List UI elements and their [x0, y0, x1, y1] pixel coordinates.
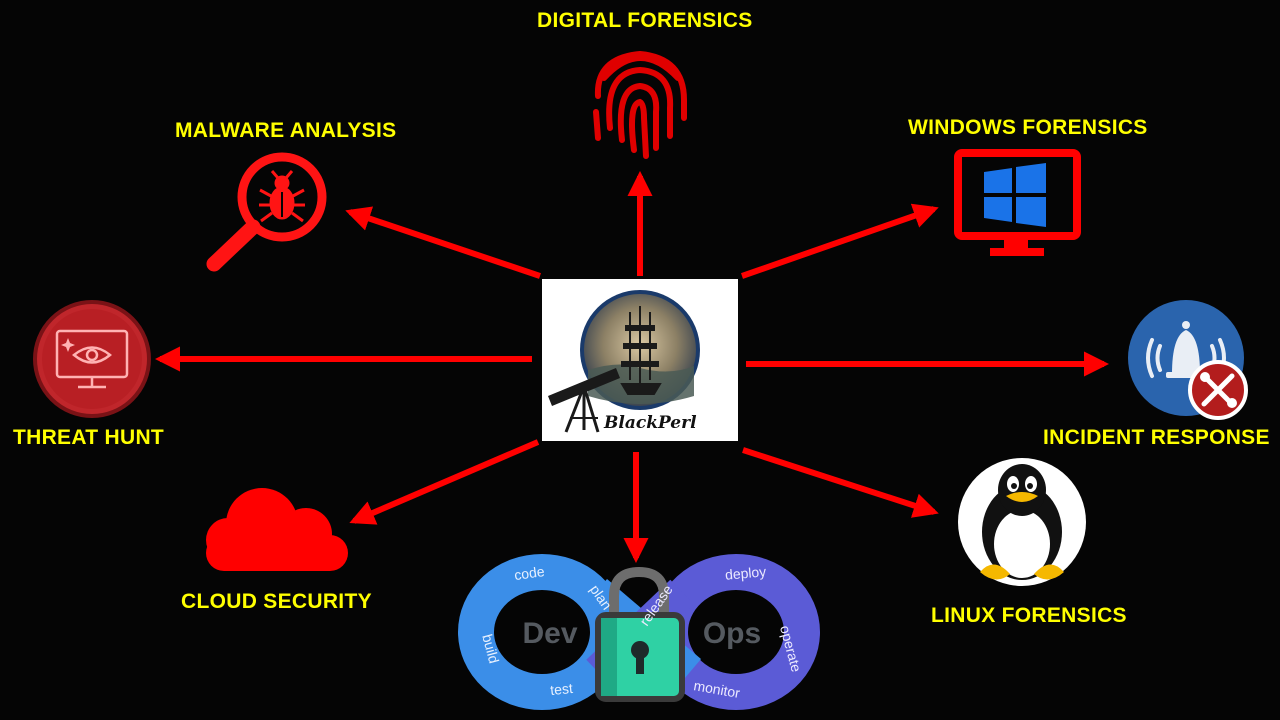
- telescope-icon: [548, 368, 620, 433]
- label-incident-response: INCIDENT RESPONSE: [1043, 426, 1270, 449]
- devops-word-dev: Dev: [522, 617, 577, 650]
- label-malware-analysis: MALWARE ANALYSIS: [175, 119, 397, 142]
- devops-step-build: build: [479, 632, 502, 665]
- windows-monitor-icon: [954, 149, 1081, 256]
- devops-word-ops: Ops: [703, 617, 761, 650]
- label-linux-forensics: LINUX FORENSICS: [931, 604, 1127, 627]
- alarm-bell-tools-icon: [1128, 300, 1248, 420]
- arrow-to-windows-forensics: [741, 203, 939, 279]
- lock-icon: [595, 566, 685, 702]
- threat-eye-monitor-icon: [33, 300, 151, 418]
- windows-logo-icon: [984, 163, 1046, 227]
- bug-magnifier-icon: [206, 152, 327, 272]
- blackperl-logo-text: BlackPerl: [604, 413, 697, 433]
- label-windows-forensics: WINDOWS FORENSICS: [908, 116, 1148, 139]
- devops-step-code: code: [513, 563, 546, 583]
- devops-step-test: test: [549, 680, 573, 698]
- ship-icon: [620, 306, 662, 395]
- label-cloud-security: CLOUD SECURITY: [181, 590, 372, 613]
- cloud-icon: [206, 488, 348, 571]
- fingerprint-icon: [593, 50, 687, 159]
- tux-penguin-icon: [958, 458, 1086, 586]
- devops-step-deploy: deploy: [724, 563, 767, 583]
- devsecops-lock-icon: [458, 554, 820, 710]
- arrow-to-malware-analysis: [345, 206, 541, 279]
- label-threat-hunt: THREAT HUNT: [13, 426, 165, 449]
- arrow-to-cloud-security: [349, 439, 540, 525]
- arrow-to-linux-forensics: [742, 447, 939, 518]
- connector-arrows: [154, 170, 1110, 564]
- blackperl-logo: [542, 279, 738, 441]
- label-digital-forensics: DIGITAL FORENSICS: [537, 9, 753, 32]
